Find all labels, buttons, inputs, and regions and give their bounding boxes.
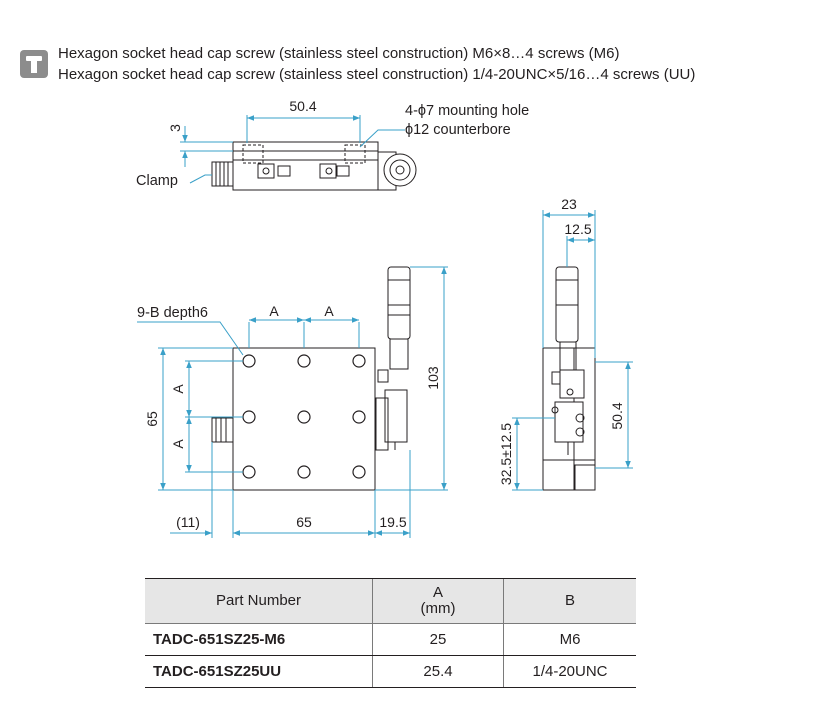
front-view xyxy=(211,266,411,491)
header-part-number: Part Number xyxy=(145,578,373,624)
mounting-hole-label: 4-ϕ7 mounting hole xyxy=(405,103,529,119)
b-cell: 1/4-20UNC xyxy=(503,655,636,688)
header-a: A (mm) xyxy=(372,578,504,624)
dim-19-5: 19.5 xyxy=(379,514,406,530)
tapped-hole-label: 9-B depth6 xyxy=(137,305,208,321)
a-cell: 25.4 xyxy=(372,655,504,688)
header-a-label: A xyxy=(432,584,443,601)
part-number-cell: TADC-651SZ25-M6 xyxy=(145,623,373,656)
top-view xyxy=(211,141,417,191)
dim-32-5: 32.5±12.5 xyxy=(498,423,514,485)
counterbore-label: ϕ12 counterbore xyxy=(405,122,511,138)
header-b: B xyxy=(503,578,636,624)
top-view-dimensions xyxy=(180,115,405,184)
dim-3: 3 xyxy=(167,124,183,132)
a-cell: 25 xyxy=(372,623,504,656)
b-cell: M6 xyxy=(503,623,636,656)
table-row: TADC-651SZ25-M6 25 M6 xyxy=(145,623,636,656)
screw-note-uu: Hexagon socket head cap screw (stainless… xyxy=(58,66,696,83)
screw-icon xyxy=(20,50,48,78)
dim-a-top-left: A xyxy=(269,303,279,319)
part-number-cell: TADC-651SZ25UU xyxy=(145,655,373,688)
clamp-label: Clamp xyxy=(136,173,178,189)
front-view-dimensions xyxy=(137,266,448,538)
dim-11: (11) xyxy=(176,514,200,530)
dim-a-left-lower: A xyxy=(170,439,186,449)
tapped-holes xyxy=(242,354,366,479)
dim-12-5: 12.5 xyxy=(564,221,591,237)
dim-23: 23 xyxy=(561,196,577,212)
screw-note-m6: Hexagon socket head cap screw (stainless… xyxy=(58,45,620,62)
dim-50-4: 50.4 xyxy=(289,98,316,114)
dim-a-left-upper: A xyxy=(170,384,186,394)
dim-65-bottom: 65 xyxy=(296,514,312,530)
side-view xyxy=(542,266,596,491)
dim-103: 103 xyxy=(425,366,441,390)
dim-65-left: 65 xyxy=(144,411,160,427)
part-number-table: Part Number A (mm) B TADC-651SZ25-M6 25 … xyxy=(145,578,636,688)
header-a-unit: (mm) xyxy=(420,600,456,617)
side-view-dimensions xyxy=(512,210,633,491)
table-row: TADC-651SZ25UU 25.4 1/4-20UNC xyxy=(145,655,636,688)
dim-a-top-right: A xyxy=(324,303,334,319)
dim-50-4-side: 50.4 xyxy=(609,402,625,429)
